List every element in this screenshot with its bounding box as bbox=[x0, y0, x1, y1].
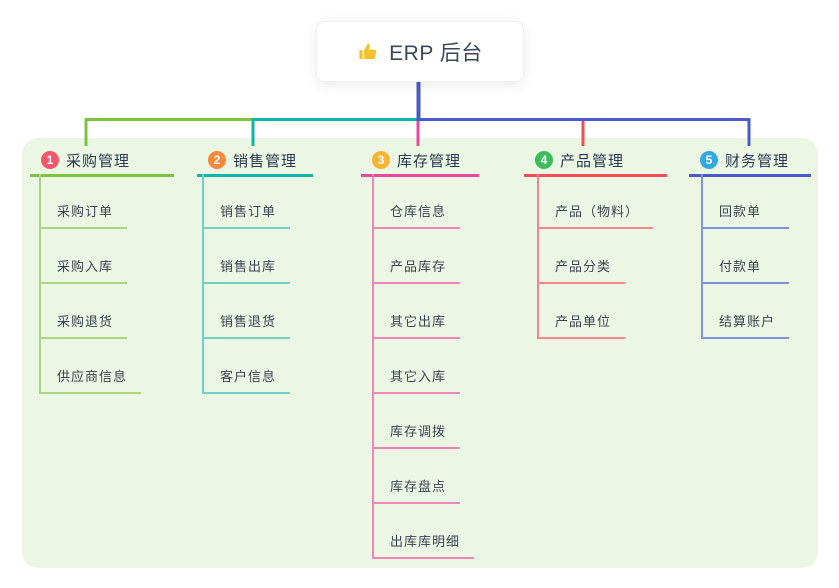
branch-number-badge: 5 bbox=[700, 151, 718, 169]
child-node[interactable]: 库存盘点 bbox=[372, 449, 461, 504]
branch-1-children-list: 采购订单采购入库采购退货供应商信息 bbox=[39, 174, 142, 394]
child-node[interactable]: 供应商信息 bbox=[39, 339, 142, 394]
branch-label: 产品管理 bbox=[560, 152, 625, 170]
child-node-label: 产品单位 bbox=[555, 314, 612, 329]
child-node-label: 库存盘点 bbox=[390, 479, 447, 494]
child-node[interactable]: 销售出库 bbox=[202, 229, 291, 284]
child-node-label: 其它入库 bbox=[390, 369, 447, 384]
branch-label: 采购管理 bbox=[66, 152, 131, 170]
branch-number-badge: 1 bbox=[41, 151, 59, 169]
branches-board bbox=[22, 138, 818, 568]
root-node[interactable]: ERP 后台 bbox=[316, 21, 524, 82]
branch-2-children-list: 销售订单销售出库销售退货客户信息 bbox=[202, 174, 291, 394]
branch-header-1[interactable]: 1 采购管理 bbox=[30, 146, 174, 177]
branch-header-2[interactable]: 2 销售管理 bbox=[197, 146, 313, 177]
child-node-label: 采购退货 bbox=[57, 314, 114, 329]
branch-label: 销售管理 bbox=[233, 152, 298, 170]
root-title: ERP 后台 bbox=[389, 41, 483, 65]
branch-number-badge: 2 bbox=[208, 151, 226, 169]
child-node-label: 出库库明细 bbox=[390, 534, 461, 549]
child-node-label: 产品（物料） bbox=[555, 204, 640, 219]
child-node-label: 销售退货 bbox=[220, 314, 277, 329]
child-node[interactable]: 产品单位 bbox=[537, 284, 626, 339]
child-node[interactable]: 客户信息 bbox=[202, 339, 291, 394]
branch-5-children-list: 回款单付款单结算账户 bbox=[701, 174, 790, 339]
child-node-label: 库存调拨 bbox=[390, 424, 447, 439]
branch-header-4[interactable]: 4 产品管理 bbox=[524, 146, 667, 177]
child-node-label: 供应商信息 bbox=[57, 369, 128, 384]
branch-3-children-list: 仓库信息产品库存其它出库其它入库库存调拨库存盘点出库库明细 bbox=[372, 174, 475, 559]
child-node-label: 客户信息 bbox=[220, 369, 277, 384]
branch-label: 财务管理 bbox=[725, 152, 790, 170]
child-node-label: 回款单 bbox=[719, 204, 762, 219]
child-node-label: 产品库存 bbox=[390, 259, 447, 274]
branch-number-badge: 3 bbox=[372, 151, 390, 169]
thumbs-up-icon bbox=[359, 43, 377, 60]
child-node[interactable]: 付款单 bbox=[701, 229, 789, 284]
child-node[interactable]: 销售订单 bbox=[202, 174, 291, 229]
child-node-label: 仓库信息 bbox=[390, 204, 447, 219]
child-node[interactable]: 产品分类 bbox=[537, 229, 626, 284]
branch-4-children-list: 产品（物料） 产品分类产品单位 bbox=[537, 174, 654, 339]
child-node[interactable]: 其它入库 bbox=[372, 339, 461, 394]
child-node[interactable]: 产品库存 bbox=[372, 229, 461, 284]
branch-header-3[interactable]: 3 库存管理 bbox=[361, 146, 479, 177]
child-node-label: 销售订单 bbox=[220, 204, 277, 219]
branch-label: 库存管理 bbox=[397, 152, 462, 170]
child-node[interactable]: 回款单 bbox=[701, 174, 789, 229]
branch-header-5[interactable]: 5 财务管理 bbox=[689, 146, 811, 177]
branch-number-badge: 4 bbox=[535, 151, 553, 169]
child-node[interactable]: 库存调拨 bbox=[372, 394, 461, 449]
child-node-label: 采购订单 bbox=[57, 204, 114, 219]
child-node-label: 采购入库 bbox=[57, 259, 114, 274]
child-node[interactable]: 仓库信息 bbox=[372, 174, 461, 229]
child-node[interactable]: 采购退货 bbox=[39, 284, 128, 339]
child-node-label: 其它出库 bbox=[390, 314, 447, 329]
child-node[interactable]: 采购入库 bbox=[39, 229, 128, 284]
child-node[interactable]: 其它出库 bbox=[372, 284, 461, 339]
child-node-label: 产品分类 bbox=[555, 259, 612, 274]
child-node[interactable]: 销售退货 bbox=[202, 284, 291, 339]
child-node[interactable]: 出库库明细 bbox=[372, 504, 475, 559]
child-node[interactable]: 产品（物料） bbox=[537, 174, 654, 229]
child-node-label: 付款单 bbox=[719, 259, 762, 274]
child-node-label: 销售出库 bbox=[220, 259, 277, 274]
child-node[interactable]: 采购订单 bbox=[39, 174, 128, 229]
child-node[interactable]: 结算账户 bbox=[701, 284, 790, 339]
child-node-label: 结算账户 bbox=[719, 314, 776, 329]
